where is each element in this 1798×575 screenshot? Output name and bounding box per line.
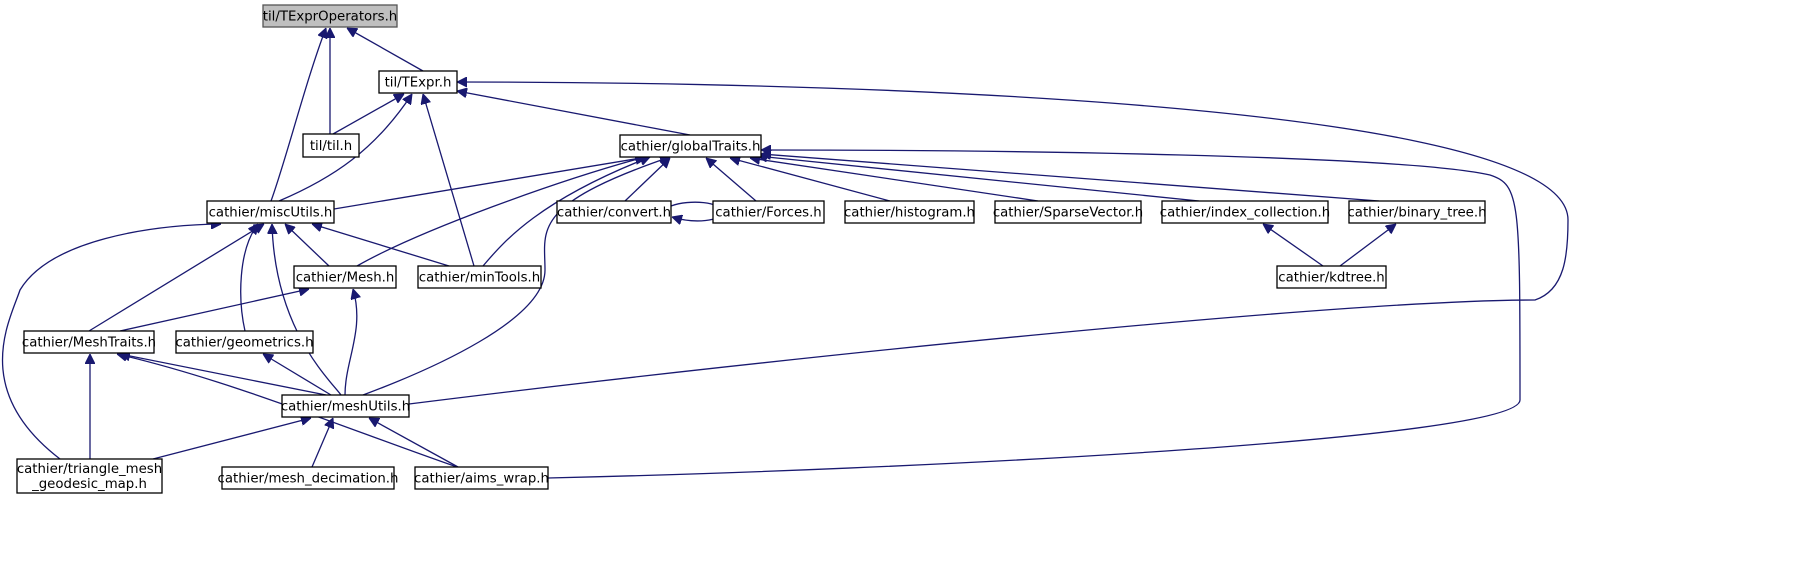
node-index-collection[interactable]: cathier/index_collection.h <box>1160 200 1330 224</box>
node-box[interactable] <box>1348 200 1486 224</box>
edge-mesh-to-global-traits <box>356 157 645 267</box>
node-box[interactable] <box>844 200 975 224</box>
node-label: til/til.h <box>310 139 352 154</box>
edge-aims-wrap-to-global-traits <box>547 150 1521 479</box>
edge-index-collection-to-global-traits <box>757 156 1200 202</box>
node-box[interactable] <box>556 200 672 224</box>
edge-mesh-utils-to-geometrics <box>263 354 332 396</box>
edge-mesh-decimation-to-mesh-utils <box>311 418 333 468</box>
edge-mesh-traits-to-misc-utils <box>88 224 264 332</box>
node-box[interactable] <box>16 458 163 494</box>
node-box[interactable] <box>712 200 825 224</box>
node-box[interactable] <box>994 200 1142 224</box>
nodes-layer: til/TExprOperators.h til/TExpr.h til/til.h… <box>16 4 1487 494</box>
edge-texpr-to-texpr-operators <box>347 27 424 72</box>
edge-mesh-utils-to-mesh <box>344 289 357 396</box>
node-label: cathier/binary_tree.h <box>1347 206 1486 221</box>
node-label: _geodesic_map.h <box>31 477 147 492</box>
node-box[interactable] <box>302 133 360 158</box>
node-label: cathier/mesh_decimation.h <box>218 472 399 487</box>
node-mesh[interactable]: cathier/Mesh.h <box>293 265 397 289</box>
edge-mesh-utils-to-global-traits <box>362 157 670 396</box>
node-box[interactable] <box>1276 265 1387 289</box>
node-mesh-utils[interactable]: cathier/meshUtils.h <box>281 394 410 418</box>
edge-min-tools-to-global-traits <box>482 157 650 267</box>
node-global-traits[interactable]: cathier/globalTraits.h <box>619 134 762 158</box>
node-binary-tree[interactable]: cathier/binary_tree.h <box>1347 200 1487 224</box>
node-box[interactable] <box>619 134 762 158</box>
node-label: cathier/histogram.h <box>844 206 975 221</box>
edge-binary-tree-to-global-traits <box>761 154 1380 202</box>
node-box[interactable] <box>414 466 549 490</box>
node-texpr[interactable]: til/TExpr.h <box>378 70 458 94</box>
edge-histogram-to-global-traits <box>730 158 891 202</box>
node-box[interactable] <box>206 200 335 224</box>
node-box[interactable] <box>221 466 395 490</box>
edge-global-traits-to-texpr <box>457 91 691 136</box>
node-min-tools[interactable]: cathier/minTools.h <box>417 265 542 289</box>
node-box[interactable] <box>1161 200 1329 224</box>
node-box[interactable] <box>23 330 155 354</box>
edge-kdtree-to-binary-tree <box>1339 224 1396 267</box>
node-label: cathier/globalTraits.h <box>621 140 761 155</box>
node-label: cathier/kdtree.h <box>1278 271 1384 286</box>
edge-mesh-utils-to-mesh-traits <box>120 354 327 396</box>
node-label: cathier/MeshTraits.h <box>22 336 156 351</box>
edge-mesh-to-misc-utils <box>285 224 330 267</box>
edge-forces-to-global-traits <box>706 158 757 202</box>
edges-layer <box>1 27 1569 479</box>
node-sparse-vector[interactable]: cathier/SparseVector.h <box>993 200 1143 224</box>
node-mesh-traits[interactable]: cathier/MeshTraits.h <box>22 330 156 354</box>
node-label: cathier/minTools.h <box>419 271 540 286</box>
node-box[interactable] <box>417 265 542 289</box>
node-box[interactable] <box>281 394 410 418</box>
node-label: cathier/aims_wrap.h <box>414 472 549 487</box>
edge-triangle-mesh-geodesic-map-to-misc-utils <box>1 224 222 460</box>
edge-misc-utils-to-global-traits <box>333 157 647 210</box>
node-box[interactable] <box>175 330 314 354</box>
node-label: til/TExpr.h <box>385 76 452 91</box>
node-mesh-decimation[interactable]: cathier/mesh_decimation.h <box>218 466 399 490</box>
node-triangle-mesh-geodesic-map[interactable]: cathier/triangle_mesh_geodesic_map.h <box>16 458 163 494</box>
node-kdtree[interactable]: cathier/kdtree.h <box>1276 265 1387 289</box>
edge-mesh-traits-to-mesh <box>119 289 309 332</box>
node-label: cathier/convert.h <box>557 206 671 221</box>
edge-misc-utils-to-texpr-operators <box>270 28 326 202</box>
node-label: cathier/Forces.h <box>715 206 821 221</box>
edge-kdtree-to-index-collection <box>1263 224 1324 267</box>
edge-mesh-utils-to-texpr <box>408 82 1569 405</box>
node-texpr-operators[interactable]: til/TExprOperators.h <box>262 4 398 28</box>
node-misc-utils[interactable]: cathier/miscUtils.h <box>206 200 335 224</box>
node-label: cathier/miscUtils.h <box>209 206 333 221</box>
node-til[interactable]: til/til.h <box>302 133 360 158</box>
node-geometrics[interactable]: cathier/geometrics.h <box>175 330 314 354</box>
node-box[interactable] <box>378 70 458 94</box>
node-convert[interactable]: cathier/convert.h <box>556 200 672 224</box>
node-box[interactable] <box>293 265 397 289</box>
node-box[interactable] <box>262 4 398 28</box>
node-label: cathier/index_collection.h <box>1160 206 1330 221</box>
edge-misc-utils-to-texpr <box>278 94 412 202</box>
edge-sparse-vector-to-global-traits <box>750 158 1039 202</box>
edge-aims-wrap-to-mesh-utils <box>369 417 459 468</box>
node-label: cathier/meshUtils.h <box>281 400 410 415</box>
edge-min-tools-to-texpr <box>423 94 475 267</box>
edge-min-tools-to-misc-utils <box>312 224 450 267</box>
node-aims-wrap[interactable]: cathier/aims_wrap.h <box>414 466 549 490</box>
node-histogram[interactable]: cathier/histogram.h <box>844 200 975 224</box>
edge-til-to-texpr <box>332 93 404 135</box>
edge-triangle-mesh-geodesic-map-to-mesh-utils <box>152 418 311 460</box>
edge-mesh-utils-to-misc-utils <box>272 224 342 396</box>
node-label: til/TExprOperators.h <box>263 10 397 25</box>
node-label: cathier/SparseVector.h <box>993 206 1143 221</box>
node-label: cathier/triangle_mesh <box>17 462 162 477</box>
node-label: cathier/Mesh.h <box>296 271 395 286</box>
node-forces[interactable]: cathier/Forces.h <box>712 200 825 224</box>
edge-convert-to-global-traits <box>624 158 670 202</box>
node-label: cathier/geometrics.h <box>175 336 313 351</box>
edge-geometrics-to-misc-utils <box>240 224 258 332</box>
